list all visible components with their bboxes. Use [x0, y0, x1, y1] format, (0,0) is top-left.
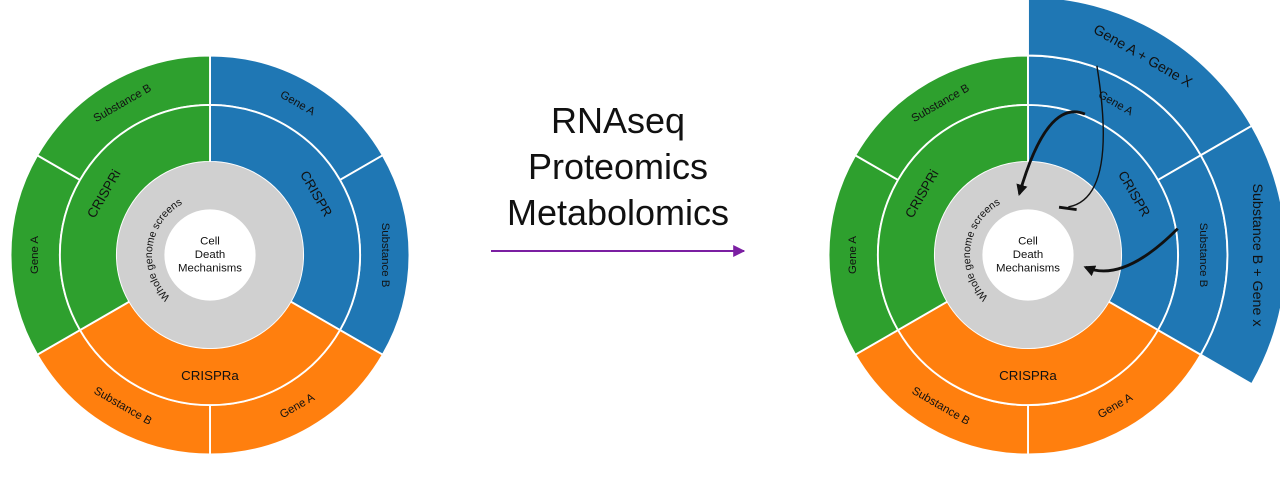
center-circle	[982, 209, 1074, 301]
omics-rnaseq: RNAseq	[550, 100, 686, 141]
crispra-label: CRISPRa	[999, 368, 1057, 383]
inhibition-bar	[1058, 205, 1077, 212]
center-label-line: Cell	[200, 236, 220, 248]
center-label-line: Mechanisms	[178, 262, 242, 274]
substance-combo-leaf	[1199, 124, 1280, 386]
center-label-line: Cell	[1018, 236, 1038, 248]
gene-a-to-center-arrow	[1016, 110, 1086, 197]
omics-methods: RNAseq Proteomics Metabolomics	[480, 98, 756, 236]
center-label-line: Death	[1013, 249, 1043, 261]
omics-metabolomics: Metabolomics	[506, 192, 730, 233]
center-label-line: Death	[195, 249, 225, 261]
omics-proteomics: Proteomics	[527, 146, 709, 187]
gene-combo-inhibition-line	[1068, 65, 1104, 208]
center-circle	[164, 209, 256, 301]
crispri-gene-a-label: Gene A	[29, 236, 41, 274]
center-label-line: Mechanisms	[996, 262, 1060, 274]
substance-combo-label: Substance B + Gene x	[1249, 183, 1265, 326]
crispr-substance-b-label: Substance B	[1197, 223, 1209, 288]
crispr-substance-b-label: Substance B	[379, 223, 391, 288]
crispra-label: CRISPRa	[181, 368, 239, 383]
substance-b-to-center-arrow	[1083, 227, 1179, 277]
crispri-gene-a-label: Gene A	[847, 236, 859, 274]
